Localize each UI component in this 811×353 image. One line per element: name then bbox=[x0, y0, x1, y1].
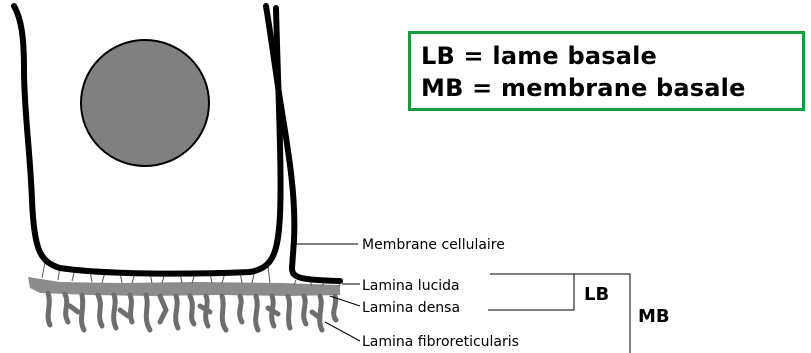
legend-line-lb: LB = lame basale bbox=[421, 40, 802, 72]
legend-line-mb: MB = membrane basale bbox=[421, 72, 802, 104]
leader-lamina-fibroreticularis bbox=[325, 322, 360, 341]
label-membrane-cellulaire: Membrane cellulaire bbox=[362, 237, 505, 253]
legend-box: LB = lame basale MB = membrane basale bbox=[408, 31, 805, 111]
label-lamina-fibroreticularis: Lamina fibroreticularis bbox=[362, 334, 519, 350]
lb-bracket bbox=[488, 274, 574, 310]
lamina-densa-band bbox=[28, 277, 340, 296]
nucleus bbox=[81, 40, 209, 166]
label-lamina-lucida: Lamina lucida bbox=[362, 278, 460, 294]
label-lb: LB bbox=[584, 284, 609, 305]
label-lamina-densa: Lamina densa bbox=[362, 300, 460, 316]
lamina-fibroreticularis-fibres bbox=[48, 293, 336, 330]
label-mb: MB bbox=[638, 306, 670, 327]
